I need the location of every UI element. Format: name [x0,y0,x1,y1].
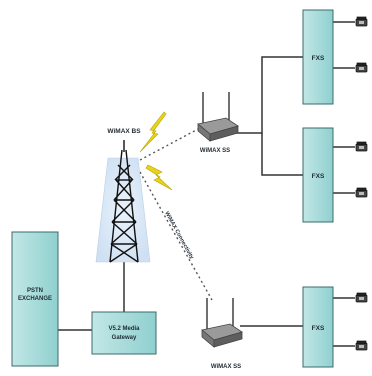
phone-icon [355,187,368,198]
pstn-label-line1: PSTN [27,288,43,294]
pstn-exchange: PSTN EXCHANGE [11,231,59,367]
tower-icon [109,140,139,263]
phones [355,16,368,351]
router-icon [197,92,239,142]
lightning-bolt-icon [145,164,173,191]
subscriber-station-upper: WiMAX SS [197,92,239,154]
tower-label: WiMAX BS [107,128,141,135]
phone-icon [355,340,368,351]
fxs-label: FXS [312,55,325,62]
fxs-unit-2: FXS [302,127,334,223]
wireless-links [139,127,213,301]
lightning-bolt-icon [139,111,167,153]
phone-icon [355,62,368,73]
gateway-label-line1: V5.2 Media [108,326,140,332]
subscriber-station-lower: WiMAX SS [201,298,243,370]
connections [58,21,355,347]
fxs-unit-1: FXS [302,9,334,105]
media-gateway: V5.2 Media Gateway [91,311,157,355]
fxs-label: FXS [312,173,325,180]
upper-ss-fxs-lines [236,56,303,134]
tower-glow [95,157,151,263]
phone-icon [355,141,368,152]
wimax-bs-tower: WiMAX BS [95,128,151,263]
fxs-unit-3: FXS [302,286,334,368]
upper-ss-fxs2-line [261,133,303,176]
pstn-label-line2: EXCHANGE [18,296,52,302]
ss-label: WiMAX SS [200,148,230,154]
wireless-link-upper [139,127,201,161]
fxs-label: FXS [312,325,325,332]
phone-icon [355,16,368,27]
router-icon [201,298,243,348]
wimax-connectivity-label: WiMAX Connectivity [163,211,195,261]
gateway-label-line2: Gateway [112,335,137,341]
phone-icon [355,292,368,303]
lightning-bolts [139,111,173,191]
ss-label: WiMAX SS [211,364,241,370]
